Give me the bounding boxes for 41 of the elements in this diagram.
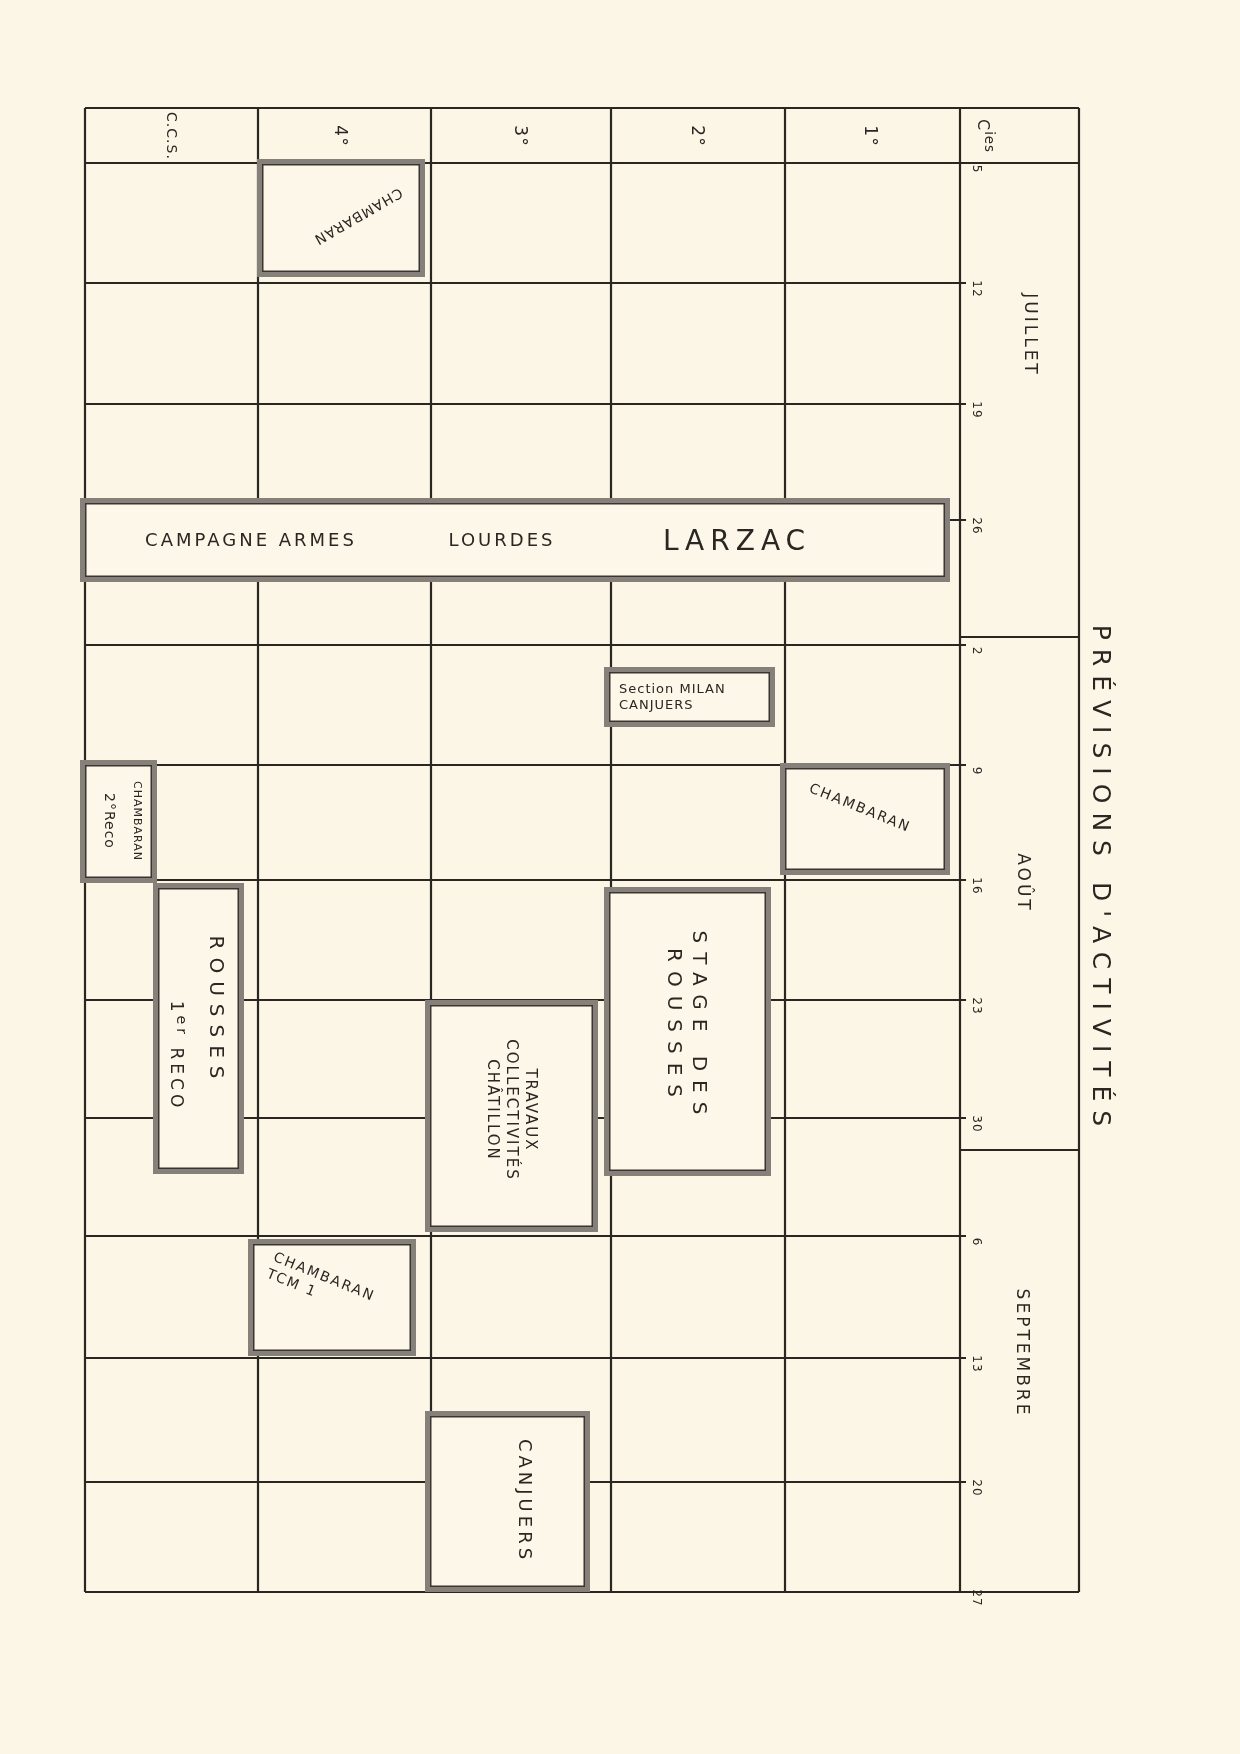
week-date: 20 bbox=[968, 1478, 984, 1499]
activity-box bbox=[257, 159, 425, 277]
week-date: 6 bbox=[968, 1236, 984, 1249]
week-date: 12 bbox=[968, 279, 984, 300]
activity-label: Section MILAN CANJUERS bbox=[619, 680, 727, 714]
activity-label: CHAMBARAN bbox=[130, 780, 144, 863]
activity-label: CAMPAGNE ARMES bbox=[144, 528, 358, 552]
activity-box bbox=[248, 1239, 416, 1356]
activity-box bbox=[425, 1000, 598, 1232]
week-date: 9 bbox=[968, 765, 984, 778]
week-date: 2 bbox=[968, 645, 984, 658]
activity-box bbox=[780, 763, 950, 875]
week-date: 5 bbox=[968, 163, 984, 176]
week-date: 19 bbox=[968, 400, 984, 421]
week-date: 30 bbox=[968, 1114, 984, 1135]
week-date: 23 bbox=[968, 996, 984, 1017]
column-header: 3° bbox=[509, 124, 531, 149]
activity-box bbox=[604, 887, 771, 1176]
activity-label: 2°Reco bbox=[100, 792, 118, 851]
activity-label: ROUSSES bbox=[203, 934, 229, 1089]
activity-label: STAGE DES ROUSSES bbox=[662, 929, 712, 1126]
column-header: 1° bbox=[859, 124, 881, 149]
column-header: 4° bbox=[329, 124, 351, 149]
activity-label: LARZAC bbox=[661, 522, 813, 558]
activity-box bbox=[153, 883, 244, 1174]
month-label: JUILLET bbox=[1019, 291, 1041, 379]
activity-box bbox=[604, 667, 775, 727]
month-label: AOÛT bbox=[1012, 852, 1034, 915]
page-title: PRÉVISIONS D'ACTIVITÉS bbox=[1086, 624, 1116, 1136]
column-header: C.C.S. bbox=[162, 111, 180, 162]
week-date: 13 bbox=[968, 1354, 984, 1375]
activity-box bbox=[80, 498, 950, 582]
activity-label: CANJUERS bbox=[514, 1437, 537, 1566]
month-label: SEPTEMBRE bbox=[1011, 1287, 1033, 1420]
activity-box bbox=[80, 760, 157, 883]
activity-label: LOURDES bbox=[447, 528, 557, 552]
week-date: 26 bbox=[968, 516, 984, 537]
column-header: 2° bbox=[686, 124, 708, 149]
activity-label: TRAVAUX COLLECTIVITÉS CHÂTILLON bbox=[483, 1038, 541, 1183]
activity-box bbox=[425, 1411, 590, 1592]
week-date: 16 bbox=[968, 876, 984, 897]
